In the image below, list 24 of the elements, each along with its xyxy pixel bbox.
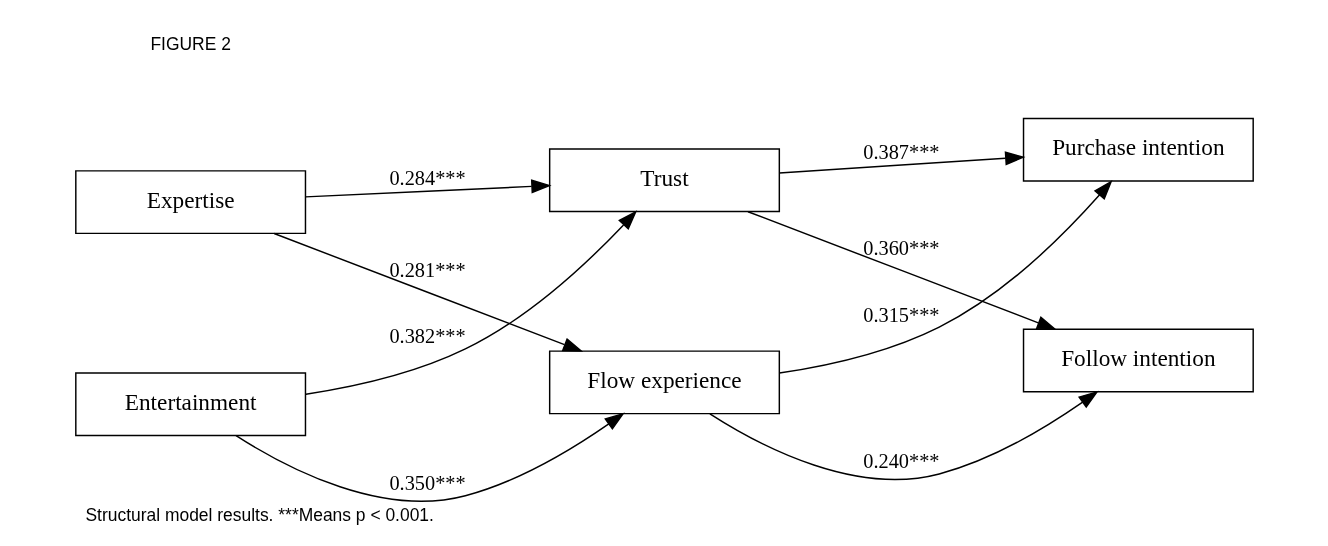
node-box: Follow intention (1022, 328, 1254, 393)
arrow (234, 412, 625, 502)
arrow (708, 390, 1099, 481)
node-box: Flow experience (548, 350, 780, 415)
edge-label: 0.350*** (388, 472, 466, 495)
edge-label: 0.382*** (388, 325, 466, 348)
arrow (746, 211, 1057, 330)
arrow (272, 232, 583, 352)
caption: Structural model results. ***Means p < 0.001. (84, 505, 434, 526)
arrow (778, 151, 1025, 174)
node-box: Purchase intention (1022, 117, 1254, 182)
edge-label: 0.315*** (862, 303, 940, 326)
edge-label: 0.240*** (862, 450, 940, 473)
node-box: Trust (548, 148, 780, 213)
node-box: Entertainment (74, 372, 306, 437)
edge-label: 0.284*** (388, 166, 466, 189)
arrow (778, 180, 1113, 374)
label: FIGURE 2 (149, 33, 231, 54)
edge-label: 0.360*** (862, 236, 940, 259)
node-box: Expertise (74, 170, 306, 235)
arrow (304, 210, 637, 395)
edge-label: 0.387*** (862, 140, 940, 163)
arrow (304, 179, 552, 198)
edge-label: 0.281*** (388, 258, 466, 281)
